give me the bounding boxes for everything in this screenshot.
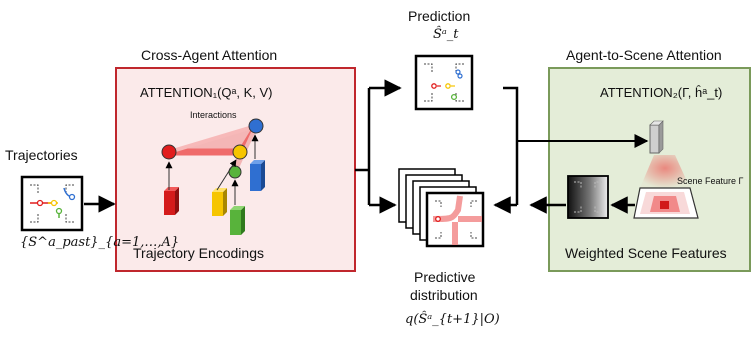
agent-node-yellow bbox=[232, 144, 248, 160]
trajectories-label: Trajectories bbox=[5, 147, 78, 163]
agent-to-scene-title: Agent-to-Scene Attention bbox=[566, 47, 722, 63]
interaction-graph bbox=[161, 118, 264, 179]
weighted-scene-map bbox=[567, 175, 609, 219]
trajectories-formula: {S^a_past}_{a=1,…,A} bbox=[20, 235, 180, 250]
scene-feature-label: Scene Feature Γ bbox=[677, 176, 744, 186]
agent-node-blue bbox=[248, 118, 264, 134]
cross-agent-attention-formula: ATTENTION₁(Qᵃ, K, V) bbox=[140, 85, 273, 100]
predictive-distribution-formula: q(Ŝᵃ_{t+1}|O) bbox=[405, 312, 500, 327]
trajectory-encoding-bars bbox=[164, 134, 265, 235]
trajectory-encodings-label: Trajectory Encodings bbox=[133, 245, 264, 261]
weighted-scene-features-label: Weighted Scene Features bbox=[565, 245, 727, 261]
predictive-distribution-label-1: Predictive bbox=[414, 269, 476, 285]
interactions-label: Interactions bbox=[190, 110, 237, 120]
prediction-map bbox=[414, 54, 474, 111]
predictive-distribution-stack bbox=[398, 168, 485, 248]
prediction-formula: Ŝᵃ_t bbox=[433, 27, 459, 42]
prediction-label: Prediction bbox=[408, 8, 471, 24]
agent-to-scene-attention-formula: ATTENTION₂(Γ, ĥᵃ_t) bbox=[600, 85, 723, 100]
cross-agent-title: Cross-Agent Attention bbox=[141, 47, 278, 63]
predictive-distribution-label-2: distribution bbox=[410, 287, 478, 303]
scene-feature-volume bbox=[633, 120, 699, 219]
feedback-line bbox=[503, 86, 519, 205]
agent-node-red bbox=[161, 144, 177, 160]
trajectories-map bbox=[20, 175, 84, 232]
